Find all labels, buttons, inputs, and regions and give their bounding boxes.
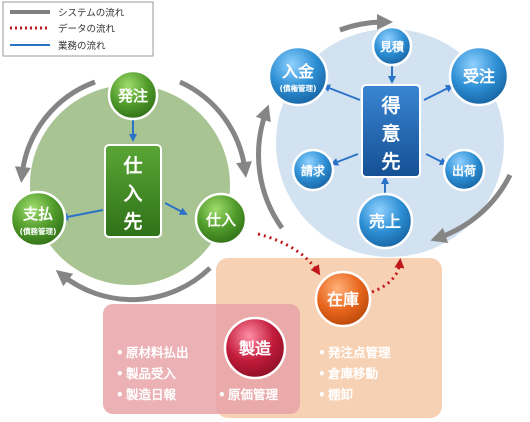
node-receipt-label: 入金 — [282, 62, 315, 81]
node-sales-order-label: 受注 — [463, 67, 495, 86]
customer-box[interactable]: 得 意 先 — [361, 84, 421, 178]
supplier-char-1: 仕 — [122, 154, 142, 177]
gray-arrow-purchase-bottom — [55, 266, 212, 303]
inventory-list: • 発注点管理 • 倉庫移動 • 棚卸 — [318, 345, 391, 402]
gray-arrow-purchase-left — [14, 79, 96, 183]
manufacturing-list: • 原材料払出 • 製品受入 • 製造日報 • 原価管理 — [116, 345, 279, 402]
inventory-item-1: 発注点管理 — [327, 345, 391, 360]
node-order-label: 発注 — [117, 87, 148, 105]
node-estimate-label: 見積 — [379, 39, 405, 54]
blue-arrow-customer-to-shipment — [425, 153, 448, 165]
gray-arrow-sales-right — [430, 173, 513, 243]
inventory-item-2: 倉庫移動 — [327, 366, 378, 381]
gray-arrow-sales-top — [339, 13, 393, 33]
manufacturing-cost-item: 原価管理 — [228, 387, 279, 402]
manufacturing-item-1: 原材料払出 — [126, 345, 189, 360]
blue-arrow-customer-to-receipt — [322, 84, 361, 101]
node-sales[interactable]: 売上 — [356, 192, 414, 250]
bullet-icon: • — [318, 367, 326, 381]
red-arrow-receive-to-inventory — [257, 232, 321, 276]
bullet-icon: • — [116, 346, 124, 360]
manufacturing-item-2: 製品受入 — [125, 366, 177, 381]
legend-label-system: システムの流れ — [58, 7, 125, 19]
customer-char-3: 先 — [381, 150, 400, 173]
bullet-icon: • — [318, 388, 326, 402]
gray-arrow-sales-left — [255, 104, 285, 230]
business-flow-arrows — [60, 64, 454, 221]
blue-arrow-customer-to-invoice — [330, 153, 359, 166]
bullet-icon: • — [116, 367, 124, 381]
customer-char-2: 意 — [381, 122, 400, 145]
gray-arrow-purchase-right — [178, 79, 252, 178]
node-inventory[interactable]: 在庫 — [314, 270, 372, 328]
supplier-char-3: 先 — [123, 210, 142, 233]
node-payment[interactable]: 支払 (債務管理) — [9, 190, 67, 248]
system-flow-arrows — [14, 13, 513, 303]
legend: システムの流れ データの流れ 業務の流れ — [2, 1, 154, 57]
blue-arrow-customer-to-order — [423, 85, 454, 101]
legend-item-data: データの流れ — [10, 23, 116, 35]
node-payment-sublabel: (債務管理) — [20, 226, 57, 236]
manufacturing-item-3: 製造日報 — [125, 387, 177, 402]
legend-item-business: 業務の流れ — [10, 40, 106, 52]
node-receive[interactable]: 仕入 — [194, 192, 248, 246]
node-shipment[interactable]: 出荷 — [442, 148, 486, 192]
node-order[interactable]: 発注 — [107, 69, 159, 121]
inventory-item-3: 棚卸 — [328, 387, 353, 402]
node-payment-label: 支払 — [22, 205, 53, 223]
node-sales-label: 売上 — [369, 212, 401, 231]
bullet-icon: • — [318, 346, 326, 360]
legend-item-system: システムの流れ — [10, 7, 125, 19]
bullet-icon: • — [116, 388, 124, 402]
node-shipment-label: 出荷 — [452, 163, 476, 178]
data-flow-arrows — [257, 232, 405, 294]
node-manufacturing-label: 製造 — [238, 339, 272, 358]
node-invoice-label: 請求 — [301, 163, 326, 178]
node-estimate[interactable]: 見積 — [371, 25, 413, 67]
node-receipt[interactable]: 入金 (債権管理) — [267, 45, 329, 107]
legend-label-data: データの流れ — [58, 23, 116, 35]
node-receive-label: 仕入 — [205, 211, 236, 229]
supplier-char-2: 入 — [123, 183, 142, 205]
blue-arrow-supplier-to-receive — [164, 202, 188, 215]
supplier-box[interactable]: 仕 入 先 — [104, 144, 162, 238]
customer-char-1: 得 — [380, 94, 400, 117]
node-sales-order[interactable]: 受注 — [448, 45, 510, 107]
node-receipt-sublabel: (債権管理) — [280, 83, 317, 93]
blue-arrow-supplier-to-payment — [60, 209, 104, 221]
node-inventory-label: 在庫 — [327, 290, 359, 309]
legend-label-business: 業務の流れ — [58, 40, 106, 52]
bullet-icon: • — [218, 388, 226, 402]
node-manufacturing[interactable]: 製造 — [223, 316, 287, 380]
node-invoice[interactable]: 請求 — [291, 148, 335, 192]
